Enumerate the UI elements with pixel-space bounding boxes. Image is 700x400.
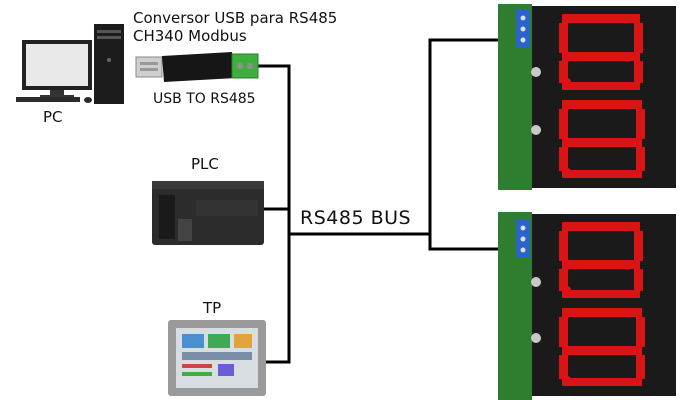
pc-icon bbox=[16, 24, 124, 104]
seven-segment-digit bbox=[559, 222, 643, 298]
pc-label: PC bbox=[43, 108, 63, 126]
plc-icon bbox=[152, 181, 264, 245]
usb-rs485-converter-icon bbox=[135, 52, 259, 82]
seven-segment-digit bbox=[559, 14, 643, 90]
converter-title-line2: CH340 Modbus bbox=[133, 27, 247, 45]
seven-segment-digit bbox=[559, 100, 645, 178]
converter-title-line1: Conversor USB para RS485 bbox=[133, 9, 338, 27]
plc-label: PLC bbox=[191, 155, 219, 173]
rs485-bus-label: RS485 BUS bbox=[300, 207, 412, 229]
tp-label: TP bbox=[203, 299, 222, 317]
display-module-1 bbox=[498, 4, 676, 190]
usb-to-rs485-label: USB TO RS485 bbox=[153, 91, 256, 107]
touch-panel-icon bbox=[168, 320, 266, 396]
bus-wires bbox=[258, 38, 520, 364]
display-module-2 bbox=[498, 212, 676, 400]
seven-segment-digit bbox=[559, 308, 645, 386]
